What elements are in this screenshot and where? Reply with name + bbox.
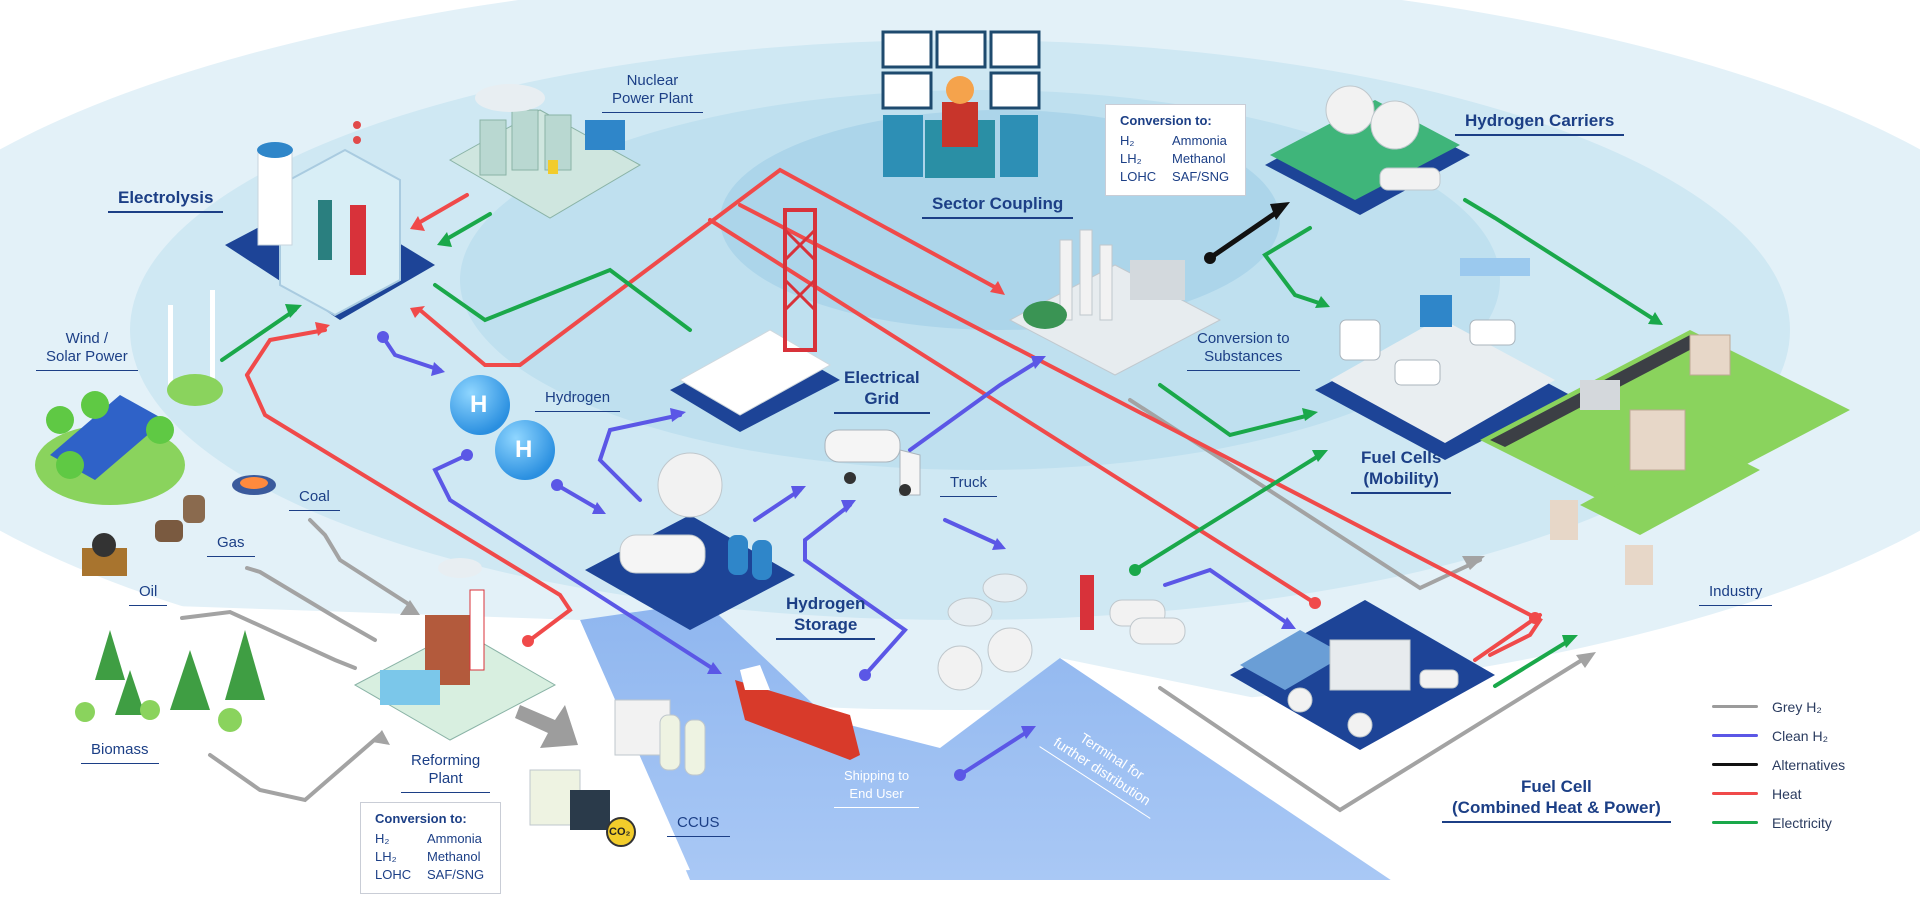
legend-swatch xyxy=(1712,792,1758,795)
biomass-illustration xyxy=(75,630,265,732)
hydrogen-carriers-illustration xyxy=(1265,85,1470,215)
label-fuel-cells-mobility: Fuel Cells (Mobility) xyxy=(1351,447,1452,494)
electricity-arrow-heads xyxy=(285,232,1663,648)
grey-arrow-heads xyxy=(372,556,1596,745)
label-oil: Oil xyxy=(129,583,168,606)
label-coal: Coal xyxy=(289,488,340,511)
terminal-illustration xyxy=(937,573,1186,691)
alternatives-line xyxy=(1204,202,1290,264)
legend-swatch xyxy=(1712,763,1758,766)
label-electrolysis: Electrolysis xyxy=(108,187,224,213)
legend-swatch xyxy=(1712,734,1758,737)
legend-item-electricity: Electricity xyxy=(1712,808,1912,837)
legend-item-grey-h2: Grey H₂ xyxy=(1712,692,1912,721)
legend-item-alternatives: Alternatives xyxy=(1712,750,1912,779)
label-gas: Gas xyxy=(207,534,255,557)
label-truck: Truck xyxy=(940,474,997,497)
clean-h2-lines xyxy=(381,335,1292,777)
label-reforming-plant: Reforming Plant xyxy=(401,752,491,793)
legend-swatch xyxy=(1712,821,1758,824)
label-hydrogen: Hydrogen xyxy=(535,389,621,412)
label-nuclear: Nuclear Power Plant xyxy=(602,72,703,113)
wind-solar-illustration xyxy=(35,290,223,505)
label-fuel-cell-chp: Fuel Cell (Combined Heat & Power) xyxy=(1442,776,1671,823)
label-wind-solar: Wind / Solar Power xyxy=(36,330,138,371)
label-sector-coupling: Sector Coupling xyxy=(922,193,1074,219)
label-industry: Industry xyxy=(1699,583,1773,606)
conversion-box-title: Conversion to: xyxy=(375,811,467,826)
co2-badge: CO₂ xyxy=(609,826,631,838)
label-conversion-substances: Conversion to Substances xyxy=(1187,330,1300,371)
fuel-cell-chp-illustration xyxy=(1230,600,1495,750)
ship-illustration xyxy=(735,665,860,760)
reforming-plant-illustration xyxy=(353,558,557,741)
h2-bubble-letter-2: H xyxy=(515,436,533,463)
grey-h2-lines xyxy=(180,398,1592,813)
electrolysis-illustration xyxy=(225,121,435,320)
conversion-substances-illustration xyxy=(1008,229,1222,376)
label-hydrogen-storage: Hydrogen Storage xyxy=(776,593,876,640)
legend: Grey H₂ Clean H₂ Alternatives Heat Elect… xyxy=(1712,692,1912,837)
clean-h2-arrow-heads xyxy=(377,331,1296,781)
truck-illustration xyxy=(824,429,921,496)
label-electrical-grid: Electrical Grid xyxy=(834,367,930,414)
h2-molecule-illustration xyxy=(450,375,555,480)
industry-illustration xyxy=(1480,330,1850,585)
legend-item-clean-h2: Clean H₂ xyxy=(1712,721,1912,750)
fossil-sources-illustration xyxy=(82,475,276,576)
sector-coupling-illustration xyxy=(881,30,1041,178)
label-biomass: Biomass xyxy=(81,741,159,764)
legend-swatch xyxy=(1712,705,1758,708)
nuclear-plant-illustration xyxy=(448,84,642,219)
hydrogen-storage-illustration xyxy=(585,452,795,630)
h2-bubble-letter-1: H xyxy=(470,391,488,418)
label-shipping: Shipping to End User xyxy=(834,767,920,808)
label-ccus: CCUS xyxy=(667,814,730,837)
reforming-to-ccus-arrow xyxy=(515,705,578,748)
heat-arrow-heads xyxy=(315,216,1541,647)
ccus-illustration xyxy=(529,699,706,847)
legend-item-heat: Heat xyxy=(1712,779,1912,808)
conversion-box-title: Conversion to: xyxy=(1120,113,1212,128)
electricity-lines xyxy=(220,198,1657,688)
label-hydrogen-carriers: Hydrogen Carriers xyxy=(1455,110,1625,136)
electrical-grid-illustration xyxy=(670,208,840,432)
